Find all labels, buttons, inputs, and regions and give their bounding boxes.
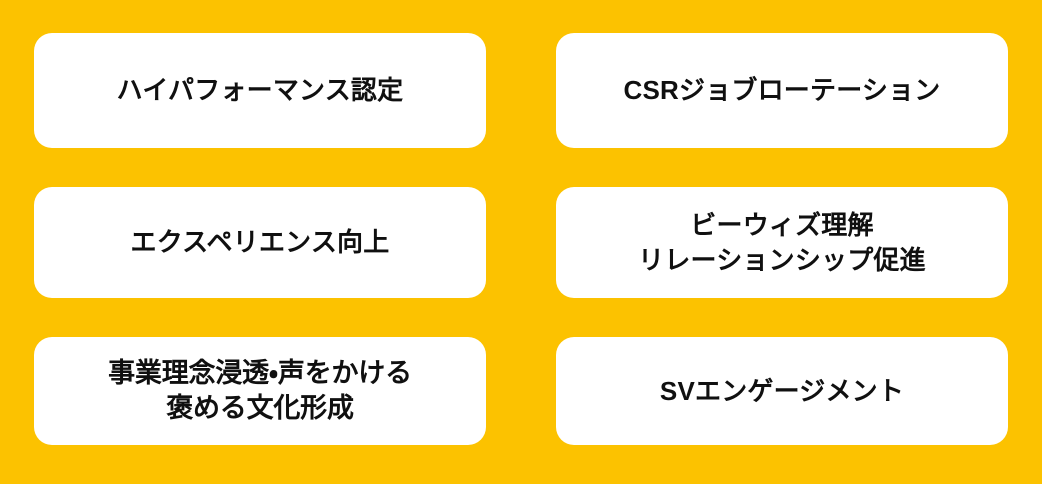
card-sv-engagement[interactable]: SVエンゲージメント	[556, 337, 1008, 445]
card-bewith-understanding-relationship[interactable]: ビーウィズ理解 リレーションシップ促進	[556, 187, 1008, 298]
card-csr-job-rotation[interactable]: CSRジョブローテーション	[556, 33, 1008, 148]
card-label: ビーウィズ理解 リレーションシップ促進	[638, 209, 926, 275]
card-label: 事業理念浸透・声をかける 褒める文化形成	[108, 358, 412, 423]
card-label: CSRジョブローテーション	[623, 75, 941, 105]
card-experience-improvement[interactable]: エクスペリエンス向上	[34, 187, 486, 298]
card-label: SVエンゲージメント	[659, 375, 905, 406]
card-grid: ハイパフォーマンス認定 CSRジョブローテーション エクスペリエンス向上 ビーウ…	[34, 33, 1008, 448]
card-label: ハイパフォーマンス認定	[116, 75, 404, 105]
card-high-performance-certification[interactable]: ハイパフォーマンス認定	[34, 33, 486, 148]
card-label: エクスペリエンス向上	[130, 227, 390, 257]
card-philosophy-culture-formation[interactable]: 事業理念浸透・声をかける 褒める文化形成	[34, 337, 486, 445]
